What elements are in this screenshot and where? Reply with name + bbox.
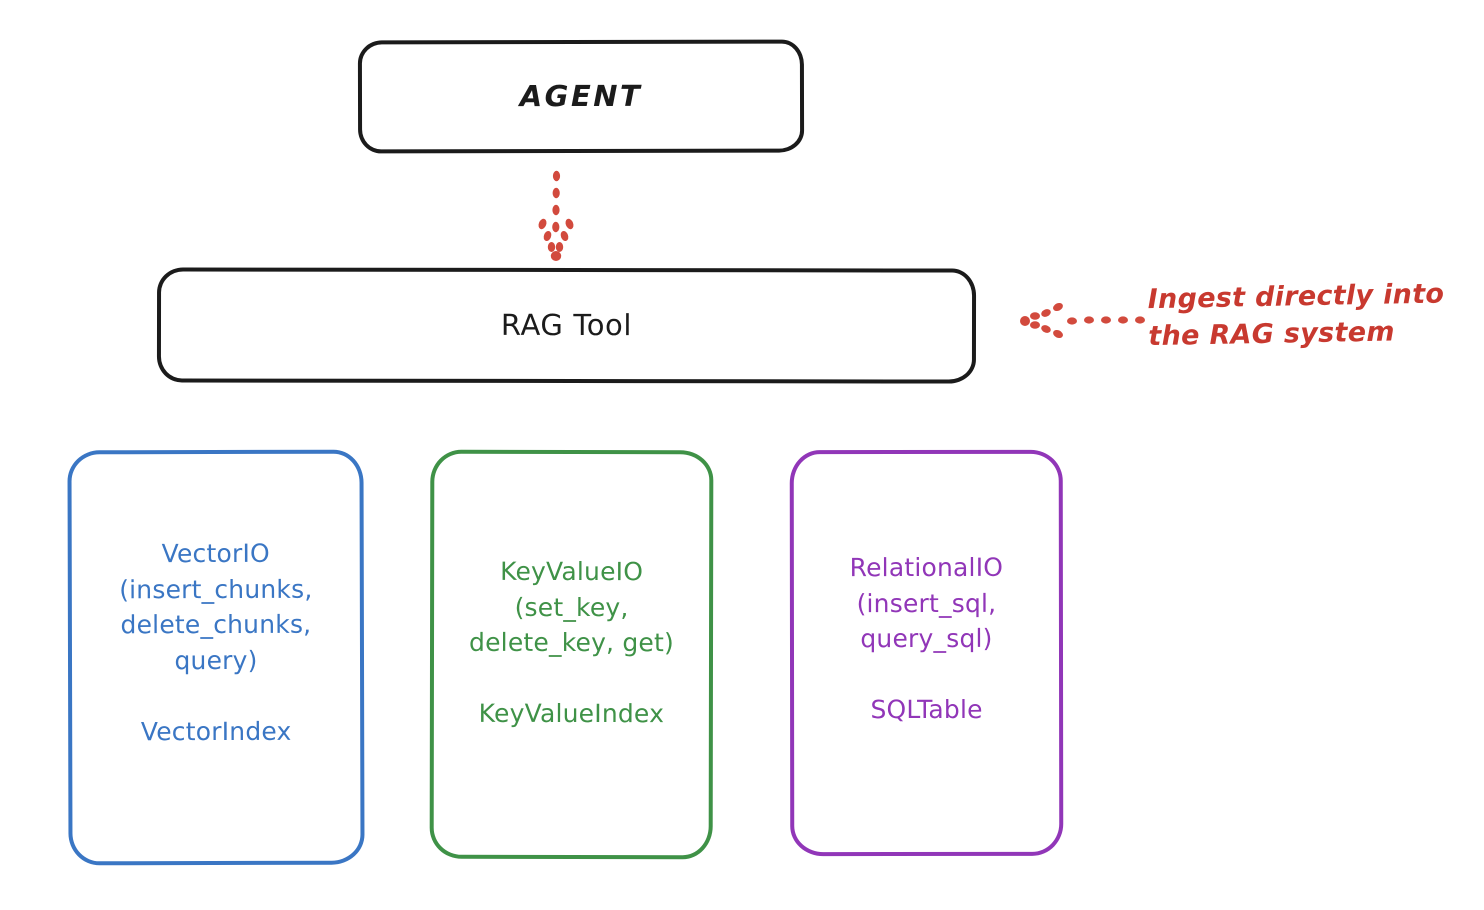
- node-agent[interactable]: AGENT: [357, 39, 805, 154]
- arrow-left-dotted-icon: [1020, 302, 1145, 339]
- node-agent-label: AGENT: [519, 78, 643, 113]
- connector-agent-to-rag-tool: [505, 160, 610, 265]
- annotation-ingest-note: Ingest directly into the RAG system: [1147, 278, 1445, 353]
- node-vector-io[interactable]: VectorIO (insert_chunks, delete_chunks, …: [67, 449, 365, 866]
- node-relational-io-label: RelationalIO (insert_sql, query_sql) SQL…: [849, 552, 1004, 725]
- node-rag-tool-label: RAG Tool: [500, 307, 633, 342]
- node-relational-io[interactable]: RelationalIO (insert_sql, query_sql) SQL…: [789, 449, 1064, 857]
- arrow-down-dotted-icon: [538, 170, 574, 261]
- node-vector-io-label: VectorIO (insert_chunks, delete_chunks, …: [119, 538, 313, 746]
- node-rag-tool[interactable]: RAG Tool: [156, 267, 977, 384]
- connector-ingest-into-rag-tool: [1018, 290, 1148, 350]
- node-key-value-io-label: KeyValueIO (set_key, delete_key, get) Ke…: [469, 556, 674, 729]
- node-key-value-io[interactable]: KeyValueIO (set_key, delete_key, get) Ke…: [429, 449, 714, 860]
